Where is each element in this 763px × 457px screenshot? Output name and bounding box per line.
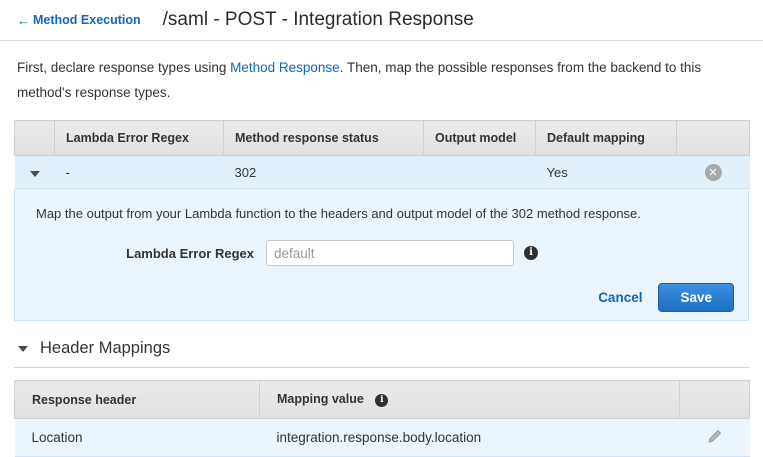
column-header-output-model: Output model bbox=[423, 120, 536, 156]
back-link-label: Method Execution bbox=[33, 13, 141, 27]
header-mappings-header-row: Response header Mapping value i bbox=[14, 380, 750, 419]
column-header-mapping-value: Mapping value i bbox=[259, 380, 680, 419]
header-mappings-title: Header Mappings bbox=[40, 339, 171, 357]
lambda-error-regex-label: Lambda Error Regex bbox=[126, 245, 254, 261]
column-header-edit bbox=[679, 380, 750, 419]
intro-paragraph: First, declare response types using Meth… bbox=[0, 41, 763, 105]
integration-responses-table-wrap: Lambda Error Regex Method response statu… bbox=[14, 120, 750, 189]
info-icon[interactable]: i bbox=[375, 394, 389, 407]
cell-output-model bbox=[423, 155, 536, 189]
column-header-method-response-status: Method response status bbox=[223, 120, 424, 156]
cell-edit[interactable] bbox=[679, 418, 750, 457]
cell-mapping-value: integration.response.body.location bbox=[259, 418, 680, 457]
cancel-button[interactable]: Cancel bbox=[598, 290, 643, 305]
chevron-down-icon[interactable] bbox=[29, 170, 40, 177]
responses-table-body: - 302 Yes ✕ bbox=[14, 155, 750, 189]
integration-response-detail-panel: Map the output from your Lambda function… bbox=[14, 189, 749, 321]
column-header-delete bbox=[676, 120, 750, 156]
cell-response-header: Location bbox=[14, 418, 260, 457]
info-icon[interactable]: i bbox=[524, 246, 538, 260]
method-response-link[interactable]: Method Response bbox=[230, 60, 340, 75]
page-header: ← Method Execution /saml - POST - Integr… bbox=[0, 0, 763, 41]
cell-default-mapping: Yes bbox=[535, 155, 677, 189]
back-to-method-execution-link[interactable]: ← Method Execution bbox=[17, 13, 141, 27]
responses-header-row: Lambda Error Regex Method response statu… bbox=[14, 120, 750, 156]
column-header-expander bbox=[14, 120, 55, 156]
header-mappings-table: Response header Mapping value i Location… bbox=[14, 380, 750, 457]
integration-responses-table: Lambda Error Regex Method response statu… bbox=[14, 120, 750, 189]
table-row[interactable]: - 302 Yes ✕ bbox=[14, 155, 750, 189]
cell-method-response-status: 302 bbox=[223, 155, 424, 189]
header-mappings-section-header[interactable]: Header Mappings bbox=[14, 339, 749, 368]
panel-description: Map the output from your Lambda function… bbox=[36, 206, 641, 221]
panel-actions: Cancel Save bbox=[15, 283, 748, 312]
close-circle-icon[interactable]: ✕ bbox=[704, 163, 722, 181]
table-row[interactable]: Location integration.response.body.locat… bbox=[14, 418, 750, 457]
header-mappings-table-head: Response header Mapping value i bbox=[14, 380, 750, 419]
lambda-error-regex-input[interactable] bbox=[266, 240, 514, 266]
cell-lambda-error-regex: - bbox=[54, 155, 224, 189]
intro-text-after: . Then, map the possible responses from … bbox=[17, 60, 702, 100]
cell-delete[interactable]: ✕ bbox=[676, 155, 750, 189]
column-header-lambda-error-regex: Lambda Error Regex bbox=[54, 120, 224, 156]
column-header-response-header: Response header bbox=[14, 380, 260, 419]
header-mappings-section: Header Mappings Response header Mapping … bbox=[0, 339, 763, 457]
page-title: /saml - POST - Integration Response bbox=[162, 9, 474, 30]
row-expander-cell[interactable] bbox=[14, 155, 55, 189]
chevron-down-icon[interactable] bbox=[18, 345, 28, 352]
column-header-default-mapping: Default mapping bbox=[535, 120, 677, 156]
save-button[interactable]: Save bbox=[658, 283, 734, 312]
back-arrow-icon: ← bbox=[17, 12, 30, 28]
header-mappings-table-body: Location integration.response.body.locat… bbox=[14, 418, 750, 457]
column-header-mapping-value-label: Mapping value bbox=[277, 392, 364, 406]
responses-table-head: Lambda Error Regex Method response statu… bbox=[14, 120, 750, 156]
pencil-icon[interactable] bbox=[707, 429, 722, 447]
lambda-error-regex-field-row: Lambda Error Regex i bbox=[15, 240, 748, 266]
intro-text-before: First, declare response types using bbox=[17, 60, 231, 75]
